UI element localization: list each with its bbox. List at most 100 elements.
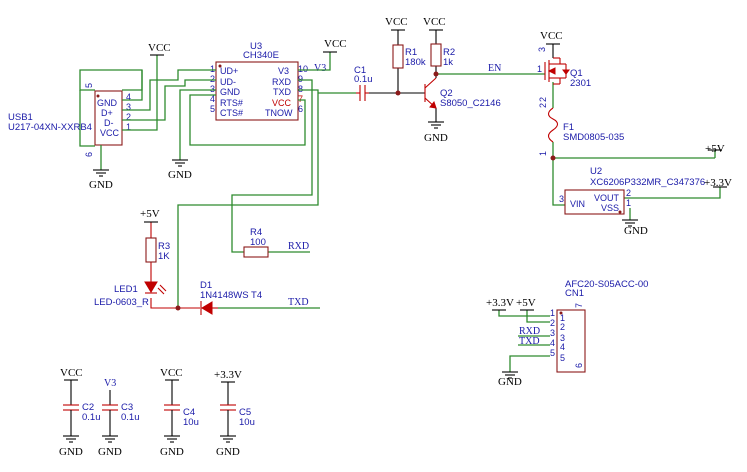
usb1-pin-vcc: VCC [100, 128, 120, 138]
u2-regulator: VIN VOUT VSS 3 2 1 U2 XC6206P332MR_C3473… [559, 166, 705, 215]
gnd-u3: GND [168, 159, 192, 181]
svg-text:8: 8 [298, 84, 303, 94]
svg-text:4: 4 [560, 342, 565, 352]
u3-pin-udplus: UD+ [220, 66, 238, 76]
gnd-c2: GND [59, 435, 83, 458]
svg-text:C1: C1 [354, 65, 366, 76]
svg-text:2: 2 [560, 322, 565, 332]
power-symbols: VCC VCC VCC VCC VCC +5V +3.3V +5V +3.3V … [59, 16, 732, 458]
u3-part: CH340E [243, 50, 279, 61]
svg-text:3: 3 [550, 328, 555, 338]
vcc-label-u3: VCC [324, 38, 347, 50]
net-label-txd: TXD [288, 297, 309, 308]
svg-text:1: 1 [537, 64, 542, 74]
svg-text:3: 3 [537, 47, 547, 52]
led1: LED1 LED-0603_R [94, 281, 167, 308]
wires [79, 30, 721, 372]
usb1-pinnum-2: 2 [126, 112, 131, 122]
u3-pin-txd: TXD [273, 87, 292, 97]
svg-text:GND: GND [98, 446, 122, 458]
net-label-v3: V3 [314, 63, 326, 74]
svg-text:SMD0805-035: SMD0805-035 [563, 132, 624, 143]
gnd-c4: GND [160, 435, 184, 458]
usb1-pinnum-6: 6 [84, 152, 94, 157]
usb1-pin-dminus: D- [104, 118, 114, 128]
svg-text:1: 1 [560, 313, 565, 323]
svg-text:2: 2 [538, 97, 548, 102]
svg-text:GND: GND [168, 169, 192, 181]
svg-text:GND: GND [59, 446, 83, 458]
svg-text:1: 1 [626, 198, 631, 208]
svg-text:C3: C3 [121, 402, 133, 413]
svg-text:3: 3 [560, 333, 565, 343]
r4-resistor: R4 100 [243, 227, 269, 258]
u3-pin-gnd: GND [220, 87, 241, 97]
svg-text:6: 6 [298, 104, 303, 114]
p3v3-label-cn1: +3.3V [486, 297, 514, 309]
usb1-pinnum-3: 3 [126, 102, 131, 112]
svg-text:2: 2 [210, 74, 215, 84]
svg-text:180k: 180k [405, 57, 426, 68]
svg-text:1K: 1K [158, 251, 170, 262]
usb1-pin-dplus: D+ [101, 108, 113, 118]
svg-text:0.1u: 0.1u [82, 412, 101, 423]
svg-text:R4: R4 [250, 227, 262, 238]
svg-text:GND: GND [624, 225, 648, 237]
usb1-part: U217-04XN-XXRB4 [8, 122, 92, 133]
usb1-ref: USB1 [8, 112, 33, 123]
p5v-label-bus: +5V [705, 143, 725, 155]
vcc-label-c4: VCC [160, 367, 183, 379]
svg-text:2: 2 [538, 103, 548, 108]
net-label-txd-cn1: TXD [519, 336, 540, 347]
svg-text:GND: GND [424, 132, 448, 144]
net-label-rxd-cn1: RXD [519, 326, 540, 337]
p5v-label-cn1: +5V [516, 297, 536, 309]
u3-ref: U3 [250, 41, 262, 52]
svg-text:2: 2 [626, 188, 631, 198]
svg-text:10u: 10u [239, 417, 255, 428]
r3-resistor: R3 1K [145, 237, 170, 263]
svg-text:3: 3 [559, 194, 564, 204]
gnd-c3: GND [98, 435, 122, 458]
gnd-u2: GND [622, 219, 648, 237]
gnd-usb: GND [89, 169, 113, 191]
net-labels: EN RXD TXD RXD TXD [288, 63, 540, 347]
svg-text:9: 9 [298, 74, 303, 84]
q1-mosfet: Q1 2301 3 1 2 [537, 44, 591, 102]
net-label-en: EN [488, 63, 501, 74]
q2-transistor: Q2 S8050_C2146 [424, 77, 501, 109]
usb1-pinnum-5: 5 [84, 83, 94, 88]
svg-text:LED-0603_R: LED-0603_R [94, 297, 149, 308]
vcc-label-q1: VCC [540, 30, 563, 42]
vcc-label-r1: VCC [385, 16, 408, 28]
svg-text:C4: C4 [183, 407, 195, 418]
c4-capacitor: C4 10u [164, 380, 199, 436]
svg-text:GND: GND [89, 179, 113, 191]
net-label-rxd: RXD [288, 241, 309, 252]
d1-diode: D1 1N4148WS T4 [200, 280, 262, 315]
u3-pin-tnow: TNOW [265, 108, 293, 118]
u3-pin-rts: RTS# [220, 98, 243, 108]
svg-text:1: 1 [538, 151, 548, 156]
u3-pin-v3: V3 [278, 66, 289, 76]
svg-text:LED1: LED1 [114, 284, 138, 295]
gnd-q2: GND [424, 121, 448, 144]
svg-text:D1: D1 [200, 280, 212, 291]
usb1-pin-gnd: GND [97, 98, 118, 108]
gnd-cn1: GND [498, 371, 522, 388]
svg-text:2: 2 [550, 318, 555, 328]
u3-pin-cts: CTS# [220, 108, 243, 118]
p5v-label-led: +5V [140, 208, 160, 220]
svg-text:VOUT: VOUT [594, 193, 620, 203]
svg-text:U2: U2 [590, 166, 602, 177]
svg-text:5: 5 [210, 104, 215, 114]
svg-text:5: 5 [560, 353, 565, 363]
p3v3-label-ldo: +3.3V [704, 177, 732, 189]
svg-text:7: 7 [574, 303, 584, 308]
svg-text:XC6206P332MR_C347376: XC6206P332MR_C347376 [590, 177, 705, 188]
svg-text:CN1: CN1 [565, 288, 584, 299]
svg-text:R1: R1 [405, 47, 417, 58]
svg-text:Q2: Q2 [440, 88, 453, 99]
c3-capacitor: C3 0.1u [102, 390, 140, 436]
